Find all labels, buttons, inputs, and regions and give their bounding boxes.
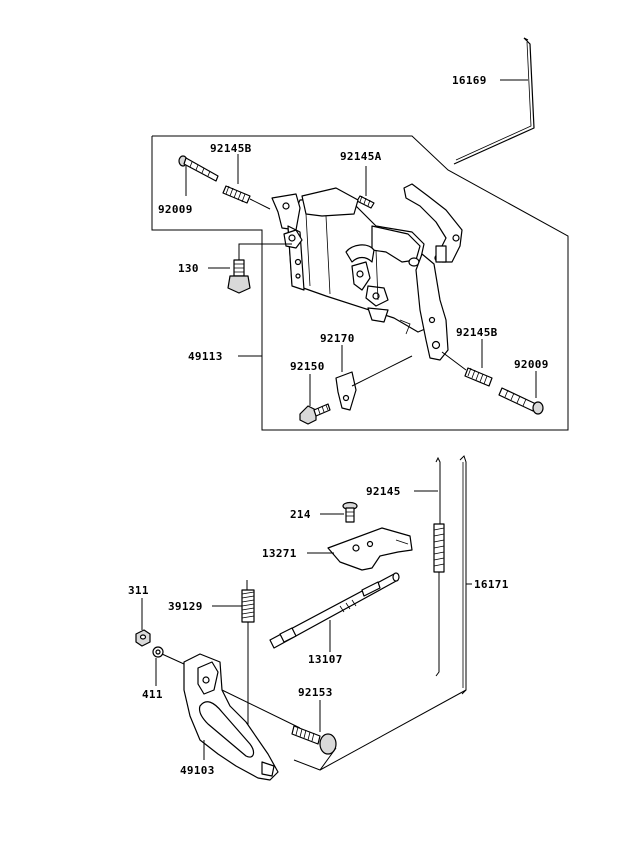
label-13271[interactable]: 13271 (262, 547, 297, 560)
part-16169-rod[interactable] (453, 37, 535, 165)
part-92170-clip[interactable] (335, 355, 413, 411)
part-49103-lever[interactable] (183, 653, 301, 781)
label-49113[interactable]: 49113 (188, 350, 223, 363)
label-92150[interactable]: 92150 (290, 360, 325, 373)
label-13107[interactable]: 13107 (308, 653, 343, 666)
part-92009-bolt-right[interactable] (498, 387, 544, 415)
part-411-washer[interactable] (152, 646, 185, 665)
part-130-bolt[interactable] (227, 243, 292, 294)
label-92145[interactable]: 92145 (366, 485, 401, 498)
part-39129-spring[interactable] (241, 580, 255, 730)
part-13271-plate[interactable] (327, 527, 413, 571)
part-92145-spring-rod[interactable] (433, 456, 445, 677)
label-92145B-right[interactable]: 92145B (456, 326, 498, 339)
part-214-screw[interactable] (342, 501, 358, 523)
label-311[interactable]: 311 (128, 584, 149, 597)
label-411[interactable]: 411 (142, 688, 163, 701)
leader-lines (141, 79, 537, 760)
part-92145B-spring-right[interactable] (441, 351, 493, 387)
label-92145B-top[interactable]: 92145B (210, 142, 252, 155)
label-92145A[interactable]: 92145A (340, 150, 382, 163)
label-92153[interactable]: 92153 (298, 686, 333, 699)
part-92150-bolt[interactable] (299, 403, 331, 425)
part-92145B-spring-top[interactable] (222, 185, 271, 210)
label-16171[interactable]: 16171 (474, 578, 509, 591)
label-92009-left[interactable]: 92009 (158, 203, 193, 216)
label-16169[interactable]: 16169 (452, 74, 487, 87)
assembly-frame-49113 (151, 135, 569, 431)
part-labels: 16169 92145B 92145A 92009 130 49113 9217… (128, 74, 549, 777)
part-92009-bolt-left[interactable] (178, 155, 219, 182)
part-16171-rod[interactable] (319, 455, 467, 771)
part-92145A-spring[interactable] (356, 195, 375, 209)
label-49103[interactable]: 49103 (180, 764, 215, 777)
label-92170[interactable]: 92170 (320, 332, 355, 345)
label-92009-right[interactable]: 92009 (514, 358, 549, 371)
part-13107-shaft[interactable] (269, 572, 400, 649)
label-130[interactable]: 130 (178, 262, 199, 275)
part-49113-control-plate[interactable] (271, 183, 463, 361)
label-39129[interactable]: 39129 (168, 600, 203, 613)
label-214[interactable]: 214 (290, 508, 311, 521)
part-311-nut[interactable] (135, 629, 151, 647)
part-92153-bolt[interactable] (291, 725, 337, 771)
